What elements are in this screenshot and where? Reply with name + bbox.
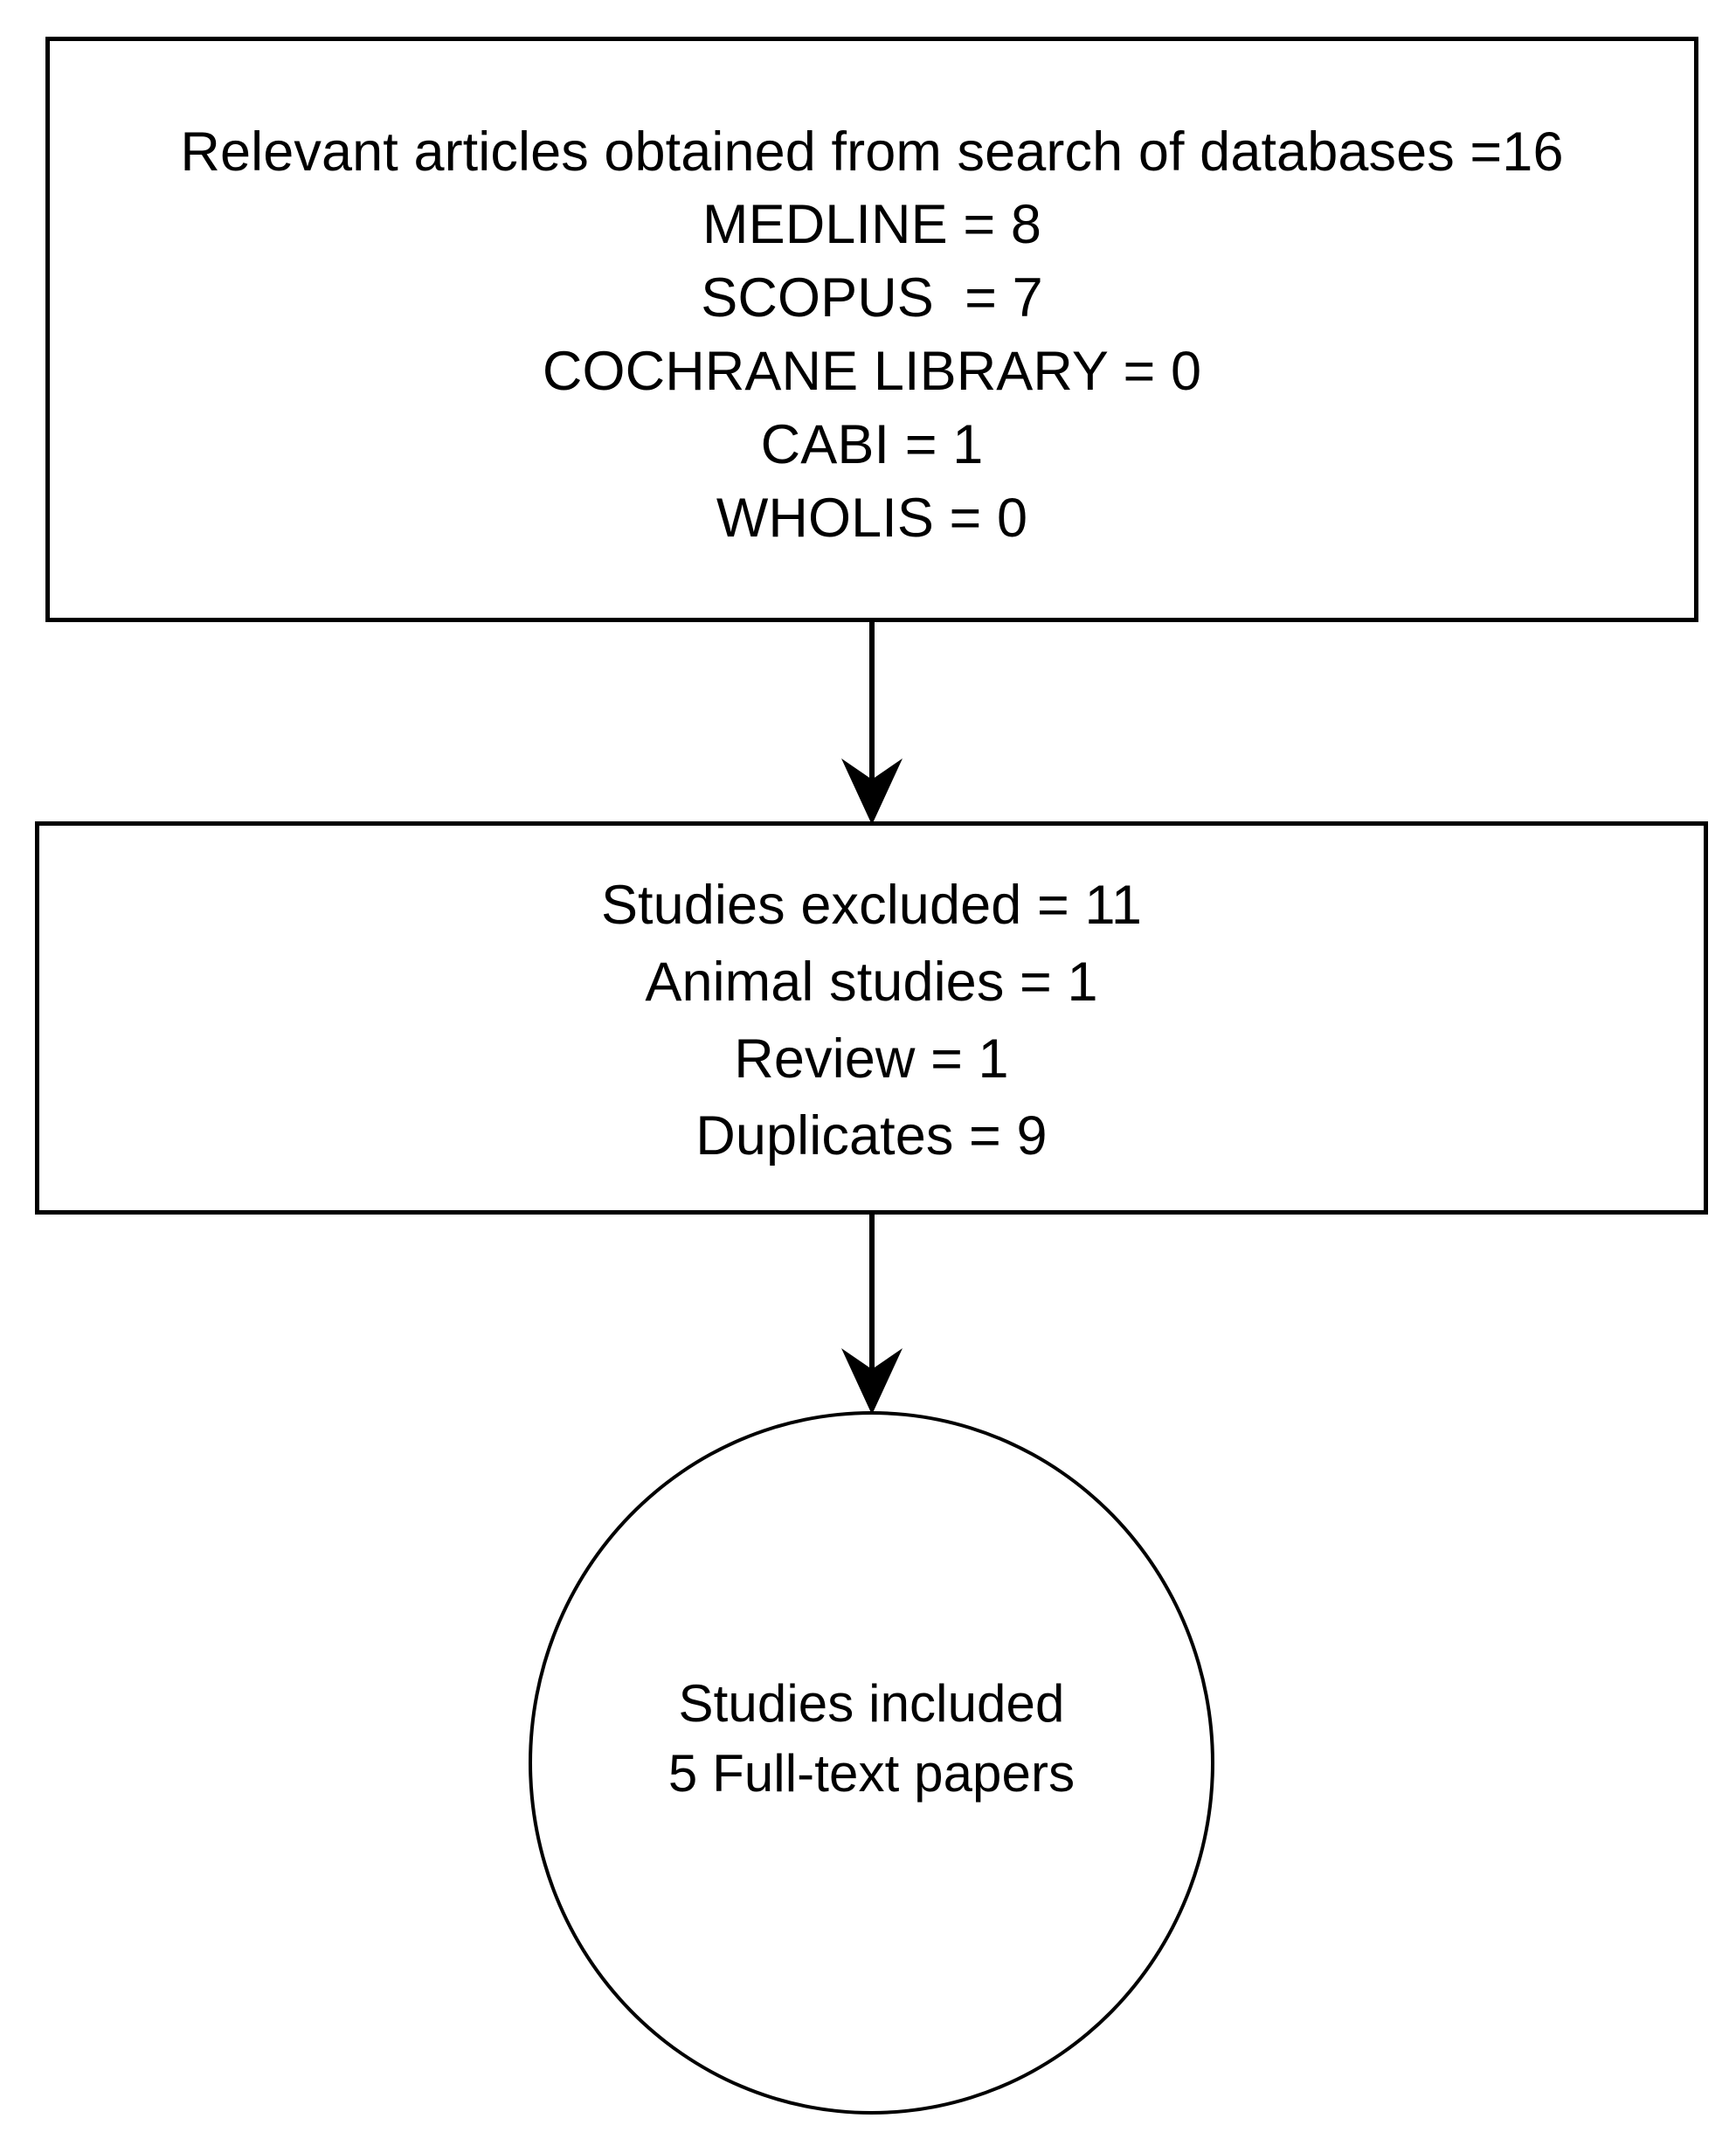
excluded-line-animal: Animal studies = 1 bbox=[645, 951, 1098, 1013]
included-line-title: Studies included bbox=[678, 1673, 1065, 1733]
connector-arrow-databases-to-excluded bbox=[841, 620, 903, 825]
node-excluded-box[interactable]: Studies excluded = 11 Animal studies = 1… bbox=[35, 821, 1708, 1215]
arrowhead-icon bbox=[841, 1348, 903, 1415]
excluded-line-total: Studies excluded = 11 bbox=[600, 874, 1143, 936]
databases-line-0: Relevant articles obtained from search o… bbox=[180, 121, 1564, 183]
node-included-ellipse[interactable]: Studies included 5 Full-text papers bbox=[529, 1411, 1214, 2115]
excluded-line-review: Review = 1 bbox=[734, 1028, 1009, 1090]
connector-arrow-excluded-to-included bbox=[841, 1213, 903, 1415]
included-line-count: 5 Full-text papers bbox=[667, 1743, 1075, 1803]
databases-line-cabi: CABI = 1 bbox=[760, 413, 984, 475]
databases-line-medline: MEDLINE = 8 bbox=[702, 194, 1041, 256]
databases-line-wholis: WHOLIS = 0 bbox=[716, 487, 1028, 549]
node-databases-box[interactable]: Relevant articles obtained from search o… bbox=[45, 37, 1698, 622]
arrowhead-icon bbox=[841, 758, 903, 825]
excluded-line-duplicates: Duplicates = 9 bbox=[695, 1105, 1048, 1167]
databases-line-cochrane: COCHRANE LIBRARY = 0 bbox=[542, 341, 1202, 402]
databases-line-scopus: SCOPUS = 7 bbox=[701, 267, 1043, 329]
